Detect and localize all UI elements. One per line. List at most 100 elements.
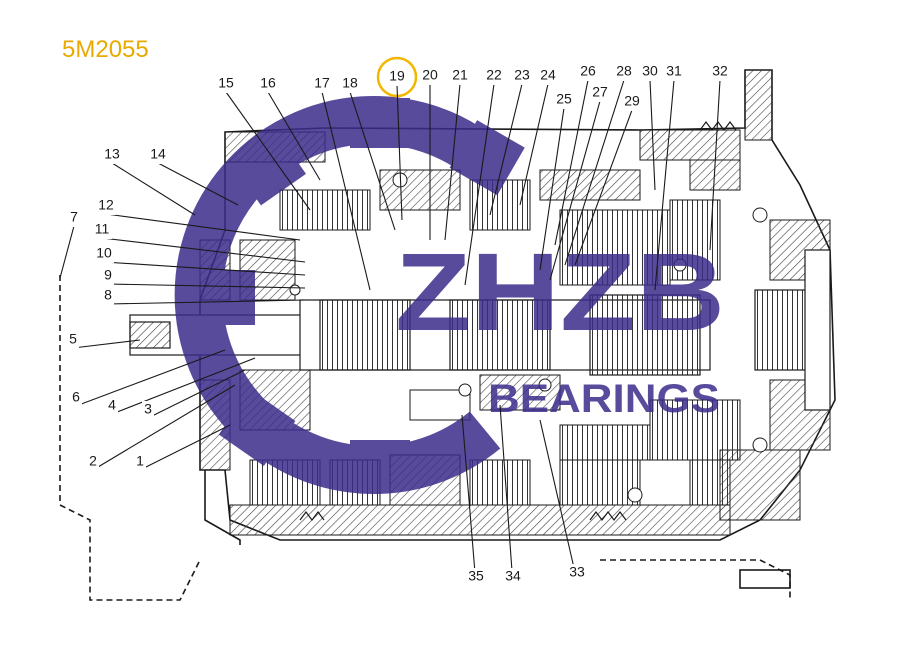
callout-label-9: 9 <box>104 267 112 283</box>
callout-label-bg <box>538 67 558 85</box>
leader-line-2 <box>92 384 236 471</box>
leader-line-14 <box>157 162 239 206</box>
callout-label-34: 34 <box>505 568 521 584</box>
leader-line-7 <box>59 225 75 279</box>
callout-label-bg <box>664 63 684 81</box>
leader-line-12 <box>105 213 301 241</box>
callout-label-25: 25 <box>556 91 572 107</box>
leader-line-33 <box>539 419 578 582</box>
callout-label-bg <box>567 564 587 582</box>
callout-label-28: 28 <box>616 63 632 79</box>
callout-label-5: 5 <box>69 331 77 347</box>
callout-label-32: 32 <box>712 63 728 79</box>
leader-line-19 <box>396 84 403 221</box>
callout-label-31: 31 <box>666 63 682 79</box>
leader-line-16 <box>267 91 321 181</box>
leader-line-18 <box>349 91 396 231</box>
callout-label-bg <box>450 67 470 85</box>
leader-line-4 <box>111 357 256 415</box>
callout-label-2: 2 <box>89 453 97 469</box>
callout-label-21: 21 <box>452 67 468 83</box>
callout-label-bg <box>622 93 642 111</box>
callout-label-18: 18 <box>342 75 358 91</box>
callout-label-30: 30 <box>642 63 658 79</box>
callout-label-20: 20 <box>422 67 438 83</box>
callout-label-8: 8 <box>104 287 112 303</box>
leader-line-25 <box>539 107 565 271</box>
callout-label-23: 23 <box>514 67 530 83</box>
callout-label-bg <box>216 75 236 93</box>
leader-line-21 <box>444 83 461 241</box>
leader-line-17 <box>321 91 371 291</box>
callout-label-bg <box>68 209 80 227</box>
leader-line-26 <box>554 79 589 246</box>
callout-label-bg <box>102 267 114 285</box>
main-shaft <box>129 249 831 411</box>
watermark-logo: ZHZB BEARINGS <box>174 96 725 494</box>
callout-label-bg <box>92 221 112 239</box>
leader-line-24 <box>519 83 549 206</box>
leader-line-10 <box>103 261 306 276</box>
callout-label-bg <box>106 397 118 415</box>
callout-label-bg <box>554 91 574 109</box>
callout-label-35: 35 <box>468 568 484 584</box>
callout-label-bg <box>466 568 486 586</box>
leader-line-31 <box>654 79 675 291</box>
callout-label-bg <box>87 453 99 471</box>
callout-label-33: 33 <box>569 564 585 580</box>
leader-line-27 <box>549 100 601 281</box>
callout-label-19: 19 <box>389 68 405 84</box>
leader-line-3 <box>147 369 246 419</box>
leader-line-32 <box>709 79 721 251</box>
leader-line-34 <box>499 404 514 586</box>
callout-label-bg <box>142 401 154 419</box>
callout-label-bg <box>503 568 523 586</box>
leader-line-13 <box>111 162 196 216</box>
leader-line-29 <box>574 109 633 266</box>
callout-label-14: 14 <box>150 146 166 162</box>
callout-label-bg <box>387 68 407 86</box>
callout-label-bg <box>102 146 122 164</box>
callout-label-bg <box>70 389 82 407</box>
leader-line-30 <box>649 79 656 191</box>
callout-label-24: 24 <box>540 67 556 83</box>
callout-label-12: 12 <box>98 197 114 213</box>
callout-label-16: 16 <box>260 75 276 91</box>
callout-label-22: 22 <box>486 67 502 83</box>
callout-label-26: 26 <box>580 63 596 79</box>
bearings <box>289 172 768 503</box>
leader-line-1 <box>139 424 231 471</box>
callout-label-bg <box>102 287 114 305</box>
callout-label-bg <box>258 75 278 93</box>
leader-line-22 <box>464 83 495 286</box>
callout-label-27: 27 <box>592 84 608 100</box>
callout-label-bg <box>640 63 660 81</box>
callout-label-bg <box>67 331 79 349</box>
watermark-sub: BEARINGS <box>488 377 720 421</box>
callout-label-10: 10 <box>96 245 112 261</box>
callout-label-bg <box>96 197 116 215</box>
part-number-title: 5M2055 <box>62 36 149 63</box>
leader-line-6 <box>75 349 226 407</box>
callout-label-bg <box>512 67 532 85</box>
leader-line-5 <box>72 339 141 349</box>
callout-label-bg <box>484 67 504 85</box>
callout-label-bg <box>578 63 598 81</box>
callout-label-15: 15 <box>218 75 234 91</box>
leader-line-9 <box>107 283 306 289</box>
leader-line-28 <box>564 79 625 266</box>
callout-label-bg <box>340 75 360 93</box>
watermark-brand: ZHZB <box>395 231 725 354</box>
callout-label-bg <box>134 453 146 471</box>
leader-line-35 <box>461 414 477 586</box>
callout-label-bg <box>312 75 332 93</box>
callout-label-17: 17 <box>314 75 330 91</box>
leader-line-8 <box>107 299 306 305</box>
callout-label-3: 3 <box>144 401 152 417</box>
callout-label-bg <box>710 63 730 81</box>
leader-lines <box>59 79 721 586</box>
callout-label-29: 29 <box>624 93 640 109</box>
